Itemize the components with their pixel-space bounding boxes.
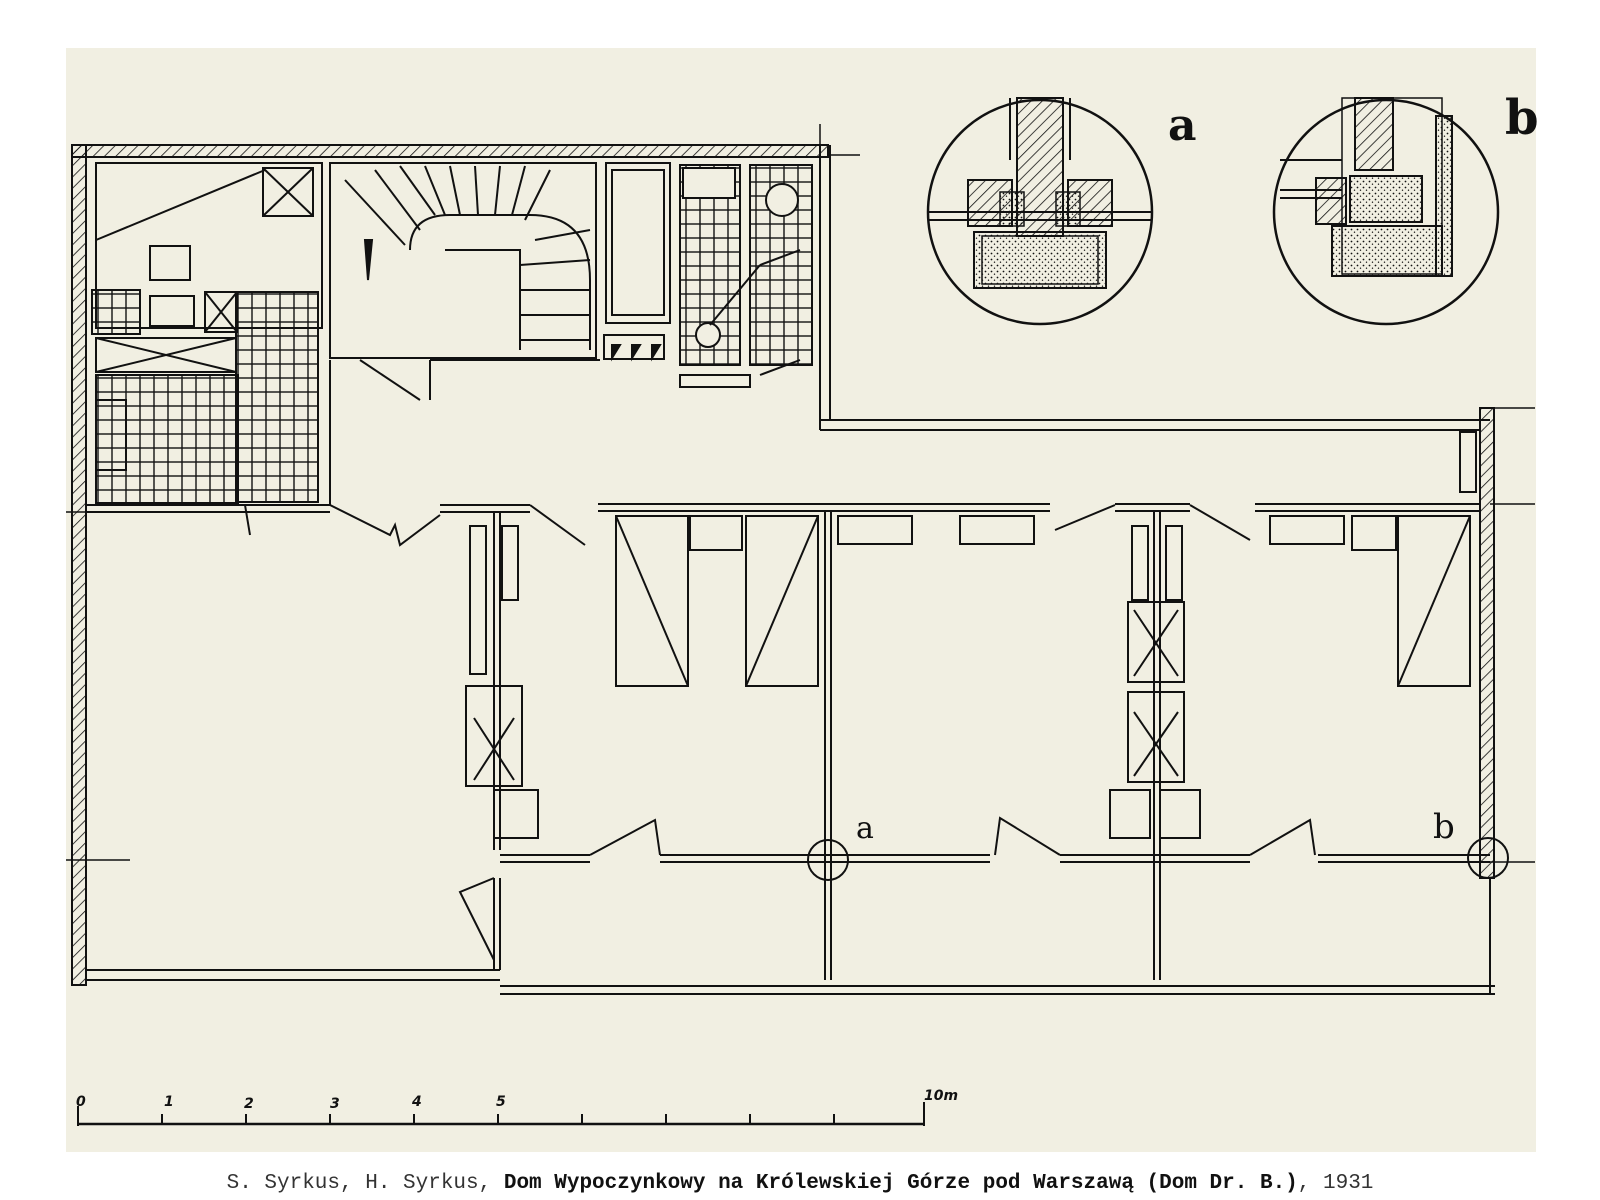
staircase — [329, 162, 600, 505]
detail-b-marker — [1467, 837, 1509, 879]
scale-tick-2: 2 — [244, 1096, 254, 1112]
axis-lines — [66, 124, 1535, 863]
bathroom — [603, 162, 813, 388]
caption: S. Syrkus, H. Syrkus, Dom Wypoczynkowy n… — [0, 1172, 1600, 1195]
detail-a — [926, 97, 1154, 326]
plan-mark-b: b — [1433, 807, 1455, 847]
beds — [615, 431, 1477, 687]
scale-tick-5: 5 — [496, 1094, 506, 1110]
corridor-wall — [244, 503, 1480, 547]
caption-year: , 1931 — [1297, 1172, 1374, 1195]
detail-a-label: a — [1168, 100, 1197, 151]
scale-bar — [77, 1102, 925, 1126]
plan-mark-a: a — [856, 811, 874, 846]
exterior-walls — [71, 144, 1495, 995]
detail-b-label: b — [1505, 90, 1539, 146]
scale-tick-1: 1 — [164, 1094, 174, 1110]
detail-a-marker — [807, 839, 849, 881]
front-windows — [458, 816, 1490, 970]
kitchen-area — [86, 162, 330, 513]
detail-b — [1272, 97, 1500, 326]
scale-tick-3: 3 — [330, 1096, 340, 1112]
caption-title: Dom Wypoczynkowy na Królewskiej Górze po… — [503, 1172, 1298, 1195]
scale-tick-4: 4 — [411, 1094, 422, 1110]
bedroom-partitions — [465, 512, 1201, 980]
scale-end-label: 10m — [924, 1088, 958, 1104]
scale-tick-0: 0 — [76, 1094, 86, 1110]
caption-authors: S. Syrkus, H. Syrkus, — [226, 1172, 504, 1195]
